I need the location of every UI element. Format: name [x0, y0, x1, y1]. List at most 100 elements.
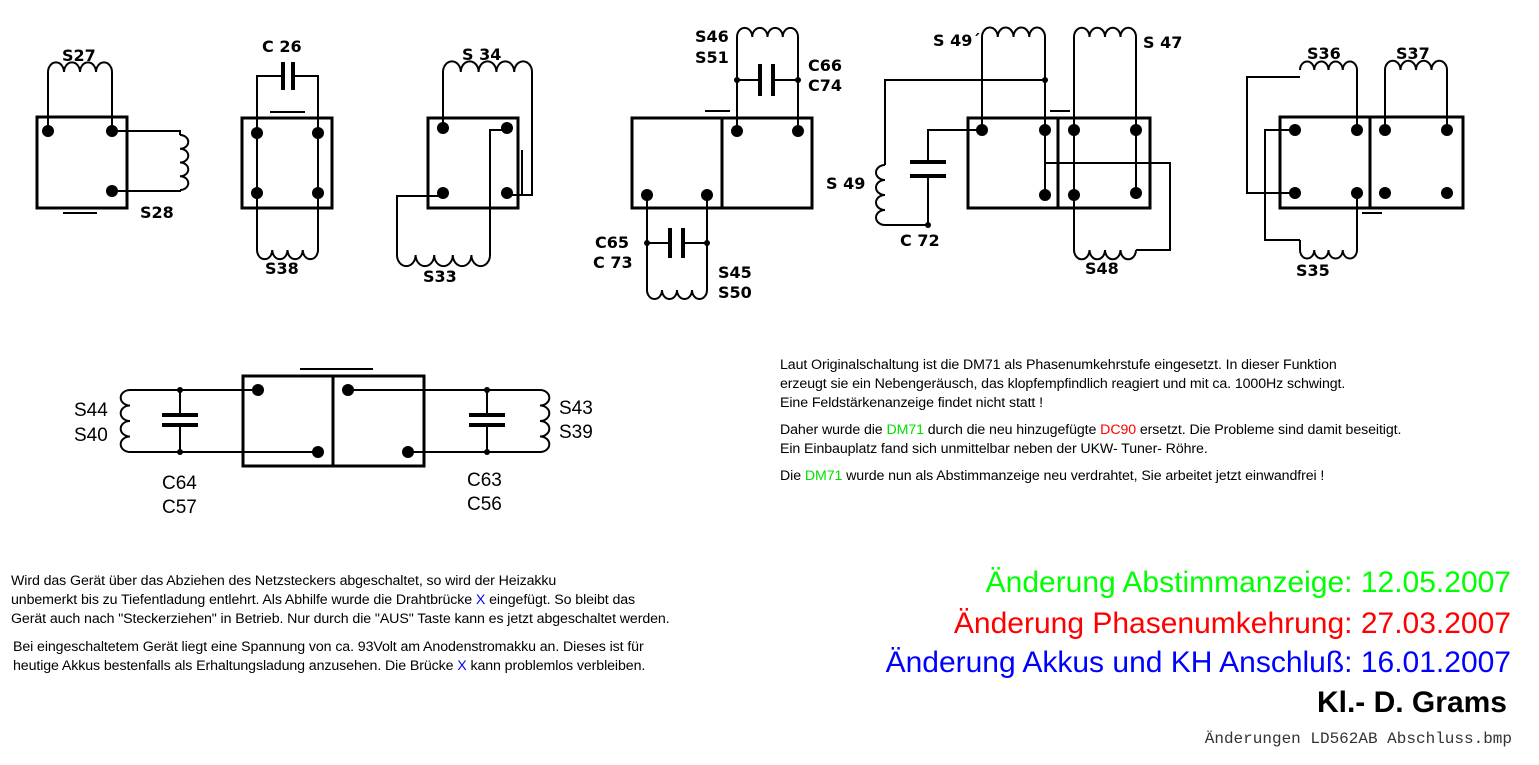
- terminal-dot: [437, 122, 449, 134]
- inductor-coil: [47, 61, 113, 73]
- label-c66: C66: [808, 56, 842, 75]
- notes-right: Laut Originalschaltung ist die DM71 als …: [780, 356, 1401, 494]
- terminal-dot: [1379, 187, 1391, 199]
- terminal-dot: [641, 189, 653, 201]
- inductor-coil: [736, 26, 799, 38]
- wire: [1246, 70, 1448, 250]
- label-c65: C65: [595, 233, 629, 252]
- note-text: Daher wurde die: [780, 422, 887, 438]
- label-s34: S 34: [462, 45, 501, 64]
- note-line: Wird das Gerät über das Abziehen des Net…: [11, 573, 557, 589]
- label-s33: S33: [423, 267, 457, 286]
- terminal-dot: [501, 187, 513, 199]
- terminal-dot: [1441, 187, 1453, 199]
- label-s38: S38: [265, 259, 299, 278]
- inductor-coil: [1073, 26, 1137, 38]
- bridge-x: X: [475, 592, 486, 608]
- terminal-dot: [42, 125, 54, 137]
- junction-dot: [177, 387, 183, 393]
- terminal-dot: [1068, 124, 1080, 136]
- terminal-dot: [731, 125, 743, 137]
- terminal-dot: [701, 189, 713, 201]
- terminals: [42, 77, 1453, 458]
- terminal-dot: [312, 187, 324, 199]
- note-text: eingefügt. So bleibt das: [485, 592, 636, 608]
- inductor-coil: [981, 26, 1046, 38]
- terminal-dot: [1289, 187, 1301, 199]
- coil-can-c26: [240, 116, 334, 210]
- note-text: durch die neu hinzugefügte: [923, 422, 1101, 438]
- label-s27: S27: [62, 46, 96, 65]
- junction-dot: [484, 387, 490, 393]
- label-s49-prime: S 49´: [933, 31, 980, 50]
- note-text: kann problemlos verbleiben.: [466, 658, 646, 674]
- junction-dot: [925, 222, 931, 228]
- author-signature: Kl.- D. Grams: [1316, 686, 1507, 719]
- tube-dm71: DM71: [804, 468, 843, 484]
- coil-can-s27: [35, 115, 129, 210]
- label-s48: S48: [1085, 259, 1119, 278]
- coils: [47, 26, 1448, 453]
- inductor-coil: [1299, 60, 1358, 71]
- notes-left: Wird das Gerät über das Abziehen des Net…: [11, 572, 670, 684]
- inductor-coil: [256, 249, 319, 261]
- inductor-coil: [1299, 249, 1358, 260]
- terminal-dot: [106, 125, 118, 137]
- coil-can-s46-right: [720, 116, 814, 210]
- note-line: Gerät auch nach "Steckerziehen" in Betri…: [11, 611, 670, 627]
- wiring: [35, 37, 1465, 468]
- label-s35: S35: [1296, 261, 1330, 280]
- label-s43: S43: [559, 398, 593, 419]
- label-s40: S40: [74, 425, 108, 446]
- terminal-dot: [437, 187, 449, 199]
- note-line: Bei eingeschaltetem Gerät liegt eine Spa…: [13, 639, 644, 655]
- terminal-dot: [1130, 187, 1142, 199]
- coil-can-s34: [426, 116, 520, 210]
- inductor-coil: [875, 164, 886, 226]
- note-text: unbemerkt bis zu Tiefentladung entlehrt.…: [11, 592, 476, 608]
- coil-can-s43-right: [331, 374, 426, 468]
- change-phasenumkehrung: Änderung Phasenumkehrung: 27.03.2007: [953, 607, 1511, 640]
- tube-dm71: DM71: [886, 422, 924, 438]
- inductor-coil: [1384, 59, 1448, 71]
- label-c73: C 73: [593, 253, 633, 272]
- junction-dot: [484, 449, 490, 455]
- label-s50: S50: [718, 283, 752, 302]
- inductor-coil: [396, 254, 491, 268]
- note-text: heutige Akkus bestenfalls als Erhaltungs…: [13, 658, 458, 674]
- note-line: erzeugt sie ein Nebengeräusch, das klopf…: [780, 376, 1346, 392]
- terminal-dot: [501, 122, 513, 134]
- terminal-dot: [312, 446, 324, 458]
- terminal-dot: [976, 124, 988, 136]
- terminal-dot: [1351, 124, 1363, 136]
- wire: [130, 389, 540, 453]
- note-line: Eine Feldstärkenanzeige findet nicht sta…: [780, 395, 1043, 411]
- inductor-coil: [119, 389, 131, 453]
- label-c74: C74: [808, 76, 842, 95]
- terminal-dot: [1039, 124, 1051, 136]
- note-text: ersetzt. Die Probleme sind damit beseiti…: [1136, 422, 1402, 438]
- terminal-dot: [402, 446, 414, 458]
- note-line: Ein Einbauplatz fand sich unmittelbar ne…: [780, 441, 1208, 457]
- label-s39: S39: [559, 422, 593, 443]
- note-text: wurde nun als Abstimmanzeige neu verdrah…: [842, 468, 1325, 484]
- junction-dot: [1042, 77, 1048, 83]
- junction-dot: [704, 240, 710, 246]
- wire: [256, 75, 319, 250]
- label-s44: S44: [74, 400, 108, 421]
- terminal-dot: [1289, 124, 1301, 136]
- label-c56: C56: [467, 494, 502, 515]
- label-s46: S46: [695, 27, 729, 46]
- label-s45: S45: [718, 263, 752, 282]
- filename: Änderungen LD562AB Abschluss.bmp: [1204, 730, 1512, 748]
- label-c63: C63: [467, 470, 502, 491]
- label-c57: C57: [162, 497, 197, 518]
- junction-dot: [177, 449, 183, 455]
- terminal-dot: [1039, 189, 1051, 201]
- label-s28: S28: [140, 203, 174, 222]
- label-s47: S 47: [1143, 33, 1182, 52]
- terminal-dot: [1068, 189, 1080, 201]
- terminal-dot: [1351, 187, 1363, 199]
- terminal-dot: [342, 384, 354, 396]
